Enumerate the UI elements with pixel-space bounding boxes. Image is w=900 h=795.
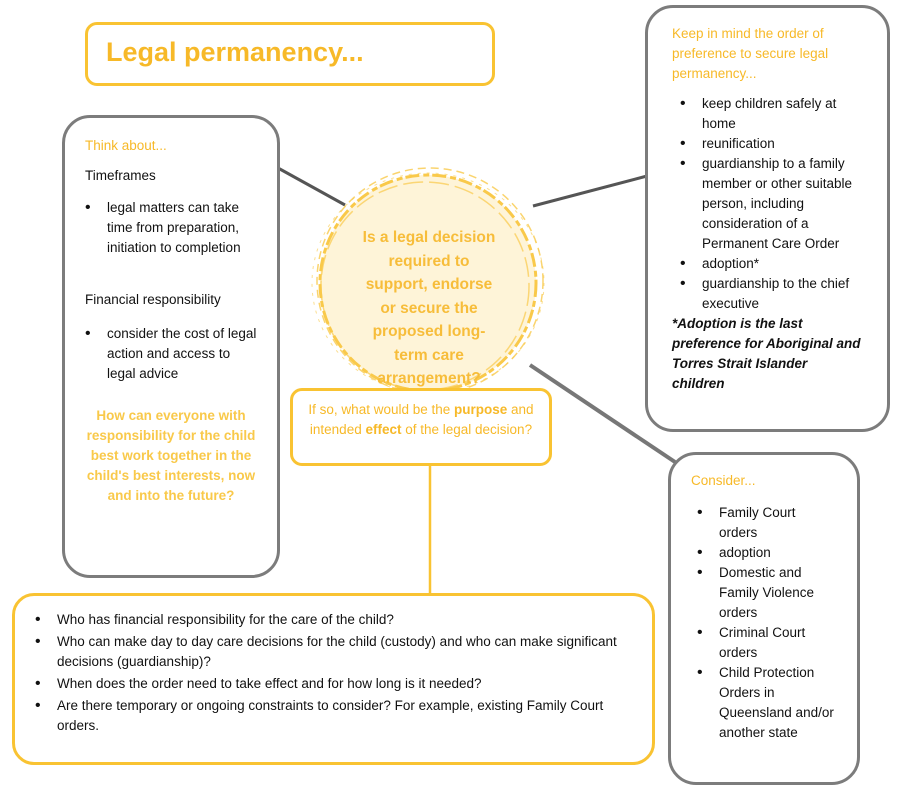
think-about-heading: Think about... xyxy=(85,138,167,153)
connector-right-top xyxy=(532,174,648,208)
list-item: consider the cost of legal action and ac… xyxy=(85,324,257,384)
center-question: Is a legal decision required to support,… xyxy=(362,229,496,387)
list-item: Child Protection Orders in Queensland an… xyxy=(697,663,837,743)
questions-box: Who has financial responsibility for the… xyxy=(12,593,655,765)
list-item: When does the order need to take effect … xyxy=(35,674,632,694)
preference-box: Keep in mind the order of preference to … xyxy=(645,5,890,432)
list-item: legal matters can take time from prepara… xyxy=(85,198,257,258)
list-item: Family Court orders xyxy=(697,503,837,543)
list-item: guardianship to the chief executive xyxy=(680,274,863,314)
adoption-note: *Adoption is the last preference for Abo… xyxy=(672,316,861,391)
list-item: Who can make day to day care decisions f… xyxy=(35,632,632,672)
connector-left xyxy=(277,166,346,207)
list-item: adoption xyxy=(697,543,837,563)
connector-right-bottom xyxy=(528,363,677,464)
list-item: Are there temporary or ongoing constrain… xyxy=(35,696,632,736)
list-item: adoption* xyxy=(680,254,863,274)
section-title-financial: Financial responsibility xyxy=(85,292,221,307)
list-item: Criminal Court orders xyxy=(697,623,837,663)
title-box: Legal permanency... xyxy=(85,22,495,86)
purpose-question: If so, what would be the purpose and int… xyxy=(308,402,534,437)
page-title: Legal permanency... xyxy=(106,37,364,67)
think-about-box: Think about... Timeframes legal matters … xyxy=(62,115,280,578)
consider-box: Consider... Family Court orders adoption… xyxy=(668,452,860,785)
think-about-question: How can everyone with responsibility for… xyxy=(86,408,256,503)
list-item: guardianship to a family member or other… xyxy=(680,154,863,254)
section-title-timeframes: Timeframes xyxy=(85,168,156,183)
preference-heading: Keep in mind the order of preference to … xyxy=(672,26,829,81)
consider-heading: Consider... xyxy=(691,473,756,488)
list-item: Who has financial responsibility for the… xyxy=(35,610,632,630)
list-item: reunification xyxy=(680,134,863,154)
list-item: keep children safely at home xyxy=(680,94,863,134)
list-item: Domestic and Family Violence orders xyxy=(697,563,837,623)
purpose-box: If so, what would be the purpose and int… xyxy=(290,388,552,466)
